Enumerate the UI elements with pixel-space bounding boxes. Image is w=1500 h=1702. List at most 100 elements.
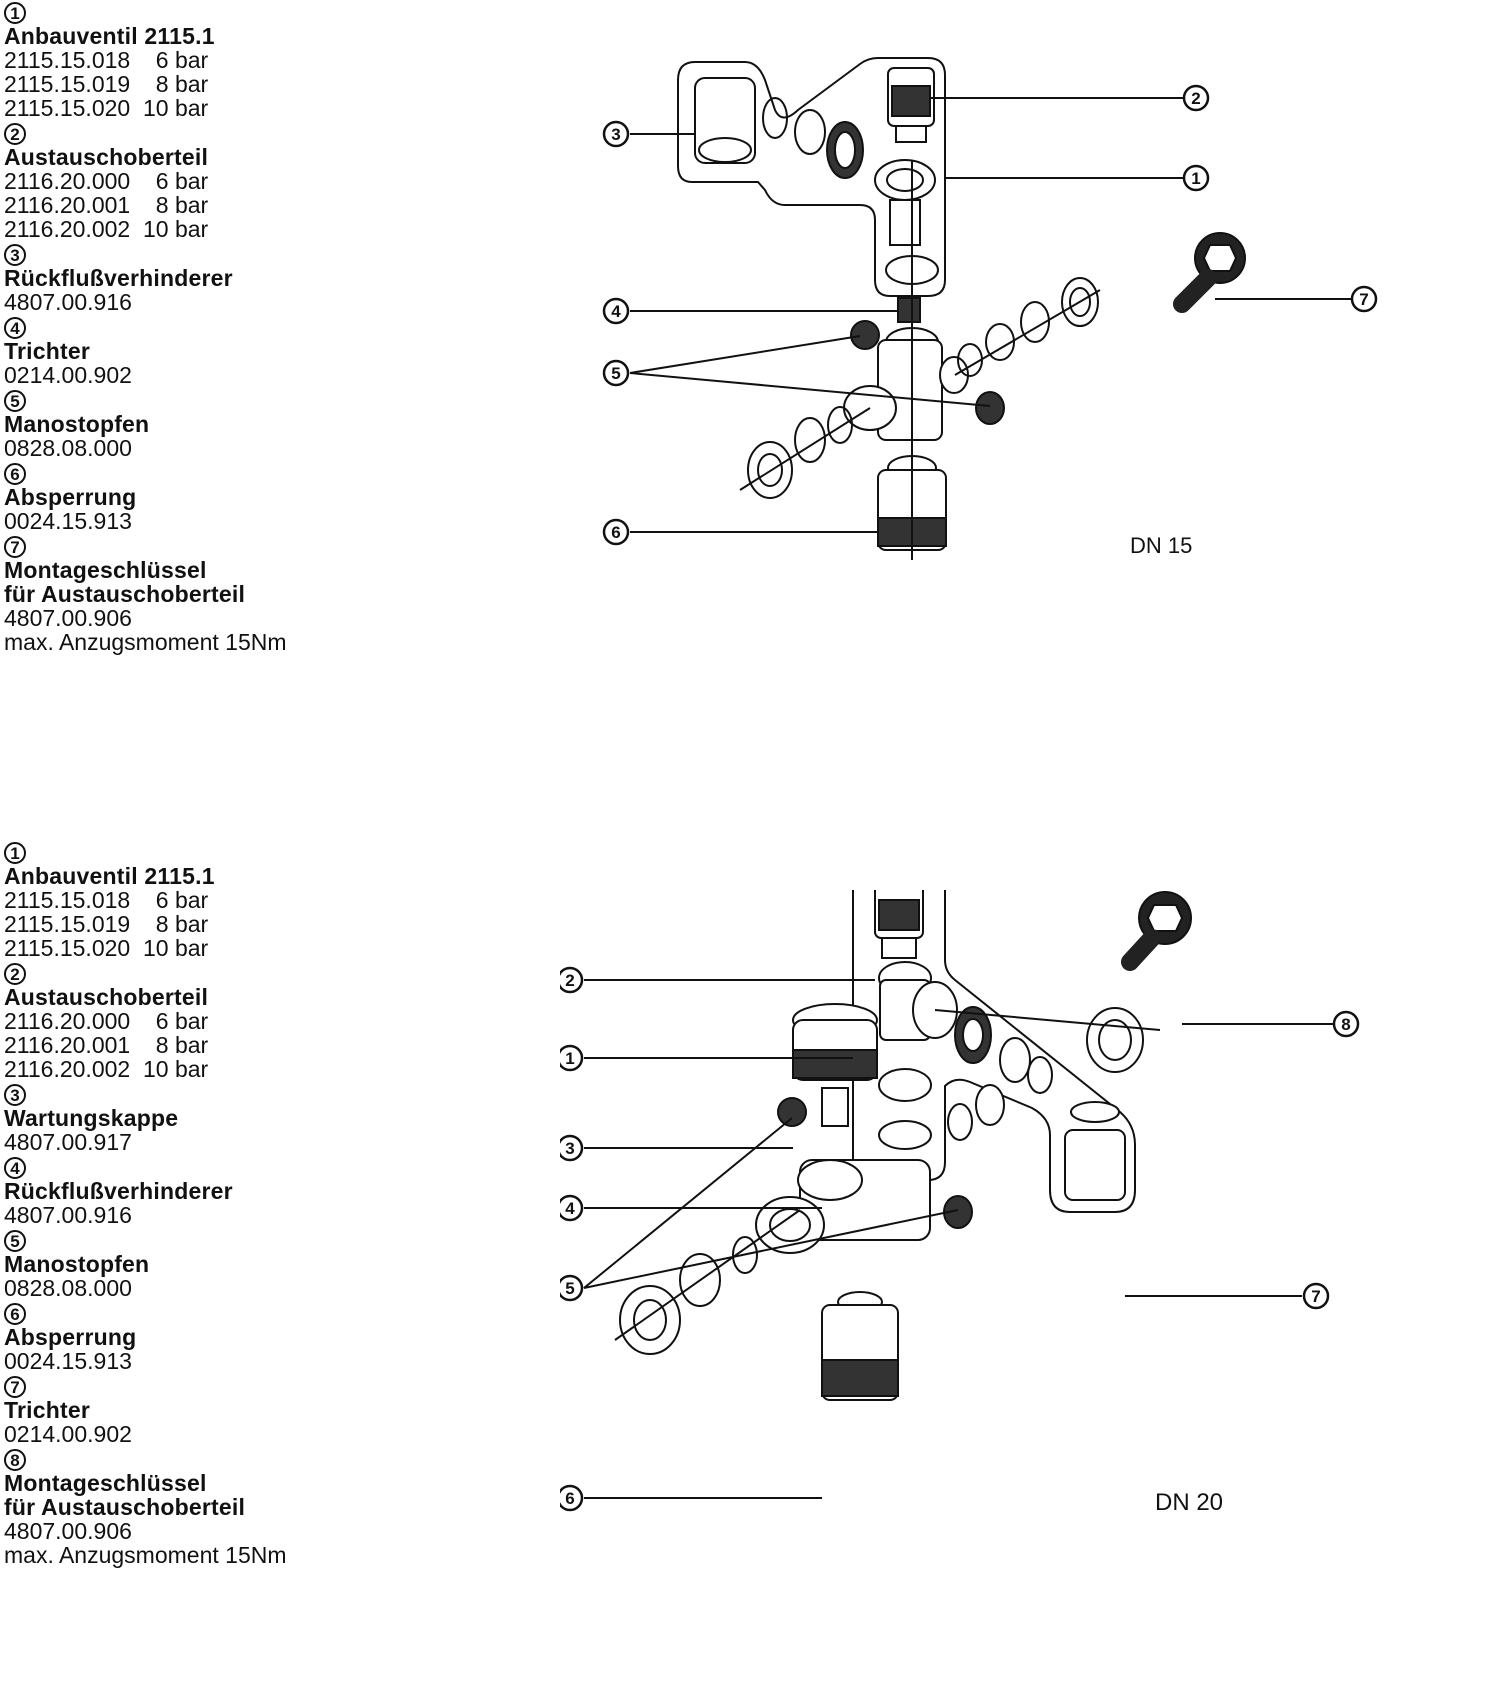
callout-label: 4 [565, 1199, 575, 1218]
callout-3: 3 [602, 120, 630, 148]
callout-label: 2 [1191, 89, 1200, 108]
part-detail-line: 2116.20.002 10 bar [4, 1056, 209, 1082]
callout-label: 6 [565, 1489, 574, 1508]
part-name: Trichter [4, 1397, 90, 1423]
part-number-badge: 3 [4, 244, 26, 266]
part-detail-line: 0214.00.902 [4, 1421, 132, 1447]
callout-label: 7 [1359, 290, 1368, 309]
diagram-label: DN 20 [1155, 1489, 1223, 1516]
callout-8: 8 [1332, 1010, 1360, 1038]
callout-label: 3 [565, 1139, 574, 1158]
callout-label: 4 [611, 302, 621, 321]
callout-label: 1 [1191, 169, 1200, 188]
callout-3: 3 [560, 1134, 584, 1162]
part-name: Manostopfen [4, 1251, 150, 1277]
callout-7: 7 [1302, 1282, 1330, 1310]
part-name: Manostopfen [4, 411, 150, 437]
part-detail-line: 4807.00.916 [4, 289, 132, 315]
part-detail-line: 2116.20.000 6 bar [4, 1008, 209, 1034]
callout-4: 4 [602, 297, 630, 325]
part-number-badge: 4 [4, 317, 26, 339]
funnel [897, 297, 921, 323]
part-detail-line: 4807.00.917 [4, 1129, 132, 1155]
part-name: Anbauventil 2115.1 [4, 863, 215, 889]
callout-label: 5 [611, 364, 620, 383]
part-number-badge: 2 [4, 963, 26, 985]
callout-2: 2 [560, 966, 584, 994]
part-detail-line: 0214.00.902 [4, 362, 132, 388]
funnel [1064, 1129, 1126, 1201]
part-detail-line: 0828.08.000 [4, 435, 132, 461]
callout-markers: 2 1 3 4 5 6 7 [602, 84, 1378, 546]
callout-1: 1 [1182, 164, 1210, 192]
part-detail-line: 2115.15.020 10 bar [4, 935, 209, 961]
part-name: Absperrung [4, 484, 137, 510]
part-number-badge: 7 [4, 1376, 26, 1398]
callout-label: 3 [611, 125, 620, 144]
callout-label: 7 [1311, 1287, 1320, 1306]
part-name: Montageschlüssel für Austauschoberteil [4, 1470, 246, 1520]
part-detail-line: 4807.00.916 [4, 1202, 132, 1228]
part-detail-line: 2116.20.002 10 bar [4, 216, 209, 242]
wrench-icon [1173, 232, 1246, 313]
part-detail-line: 2116.20.001 8 bar [4, 192, 209, 218]
valve-body [874, 159, 936, 201]
part-detail-line: 0024.15.913 [4, 1348, 132, 1374]
callout-6: 6 [602, 518, 630, 546]
part-detail-line: max. Anzugsmoment 15Nm [4, 629, 287, 655]
part-number-badge: 1 [4, 2, 26, 24]
part-number-badge: 8 [4, 1449, 26, 1471]
part-detail-line: 2116.20.001 8 bar [4, 1032, 209, 1058]
part-number-badge: 2 [4, 123, 26, 145]
part-name: Austauschoberteil [4, 984, 209, 1010]
part-detail-line: 4807.00.906 [4, 1518, 132, 1544]
part-number-badge: 4 [4, 1157, 26, 1179]
callout-5: 5 [560, 1274, 584, 1302]
callout-label: 1 [565, 1049, 574, 1068]
part-detail-line: 2115.15.018 6 bar [4, 887, 209, 913]
callout-markers: 2 1 3 4 5 6 7 8 [560, 966, 1360, 1512]
part-number-badge: 3 [4, 1084, 26, 1106]
part-name: Anbauventil 2115.1 [4, 23, 215, 49]
part-detail-line: 2115.15.018 6 bar [4, 47, 209, 73]
plug [975, 391, 1005, 425]
group-outline [677, 57, 946, 297]
callout-7: 7 [1350, 285, 1378, 313]
part-detail-line: 2115.15.020 10 bar [4, 95, 209, 121]
callout-2: 2 [1182, 84, 1210, 112]
part-detail-line: 2115.15.019 8 bar [4, 911, 209, 937]
part-detail-line: 2116.20.000 6 bar [4, 168, 209, 194]
callout-label: 8 [1341, 1015, 1350, 1034]
part-detail-line: 0024.15.913 [4, 508, 132, 534]
part-number-badge: 1 [4, 842, 26, 864]
wrench-icon [1121, 891, 1192, 971]
part-detail-line: 0828.08.000 [4, 1275, 132, 1301]
part-detail-line: 2115.15.019 8 bar [4, 71, 209, 97]
part-number-badge: 7 [4, 536, 26, 558]
callout-5: 5 [602, 359, 630, 387]
callout-4: 4 [560, 1194, 584, 1222]
part-number-badge: 5 [4, 1230, 26, 1252]
plug [777, 1097, 807, 1127]
part-detail-line: max. Anzugsmoment 15Nm [4, 1542, 287, 1568]
check-valve [694, 77, 756, 164]
callout-label: 6 [611, 523, 620, 542]
part-name: Absperrung [4, 1324, 137, 1350]
callout-label: 2 [565, 971, 574, 990]
part-name: Austauschoberteil [4, 144, 209, 170]
part-detail-line: 4807.00.906 [4, 605, 132, 631]
